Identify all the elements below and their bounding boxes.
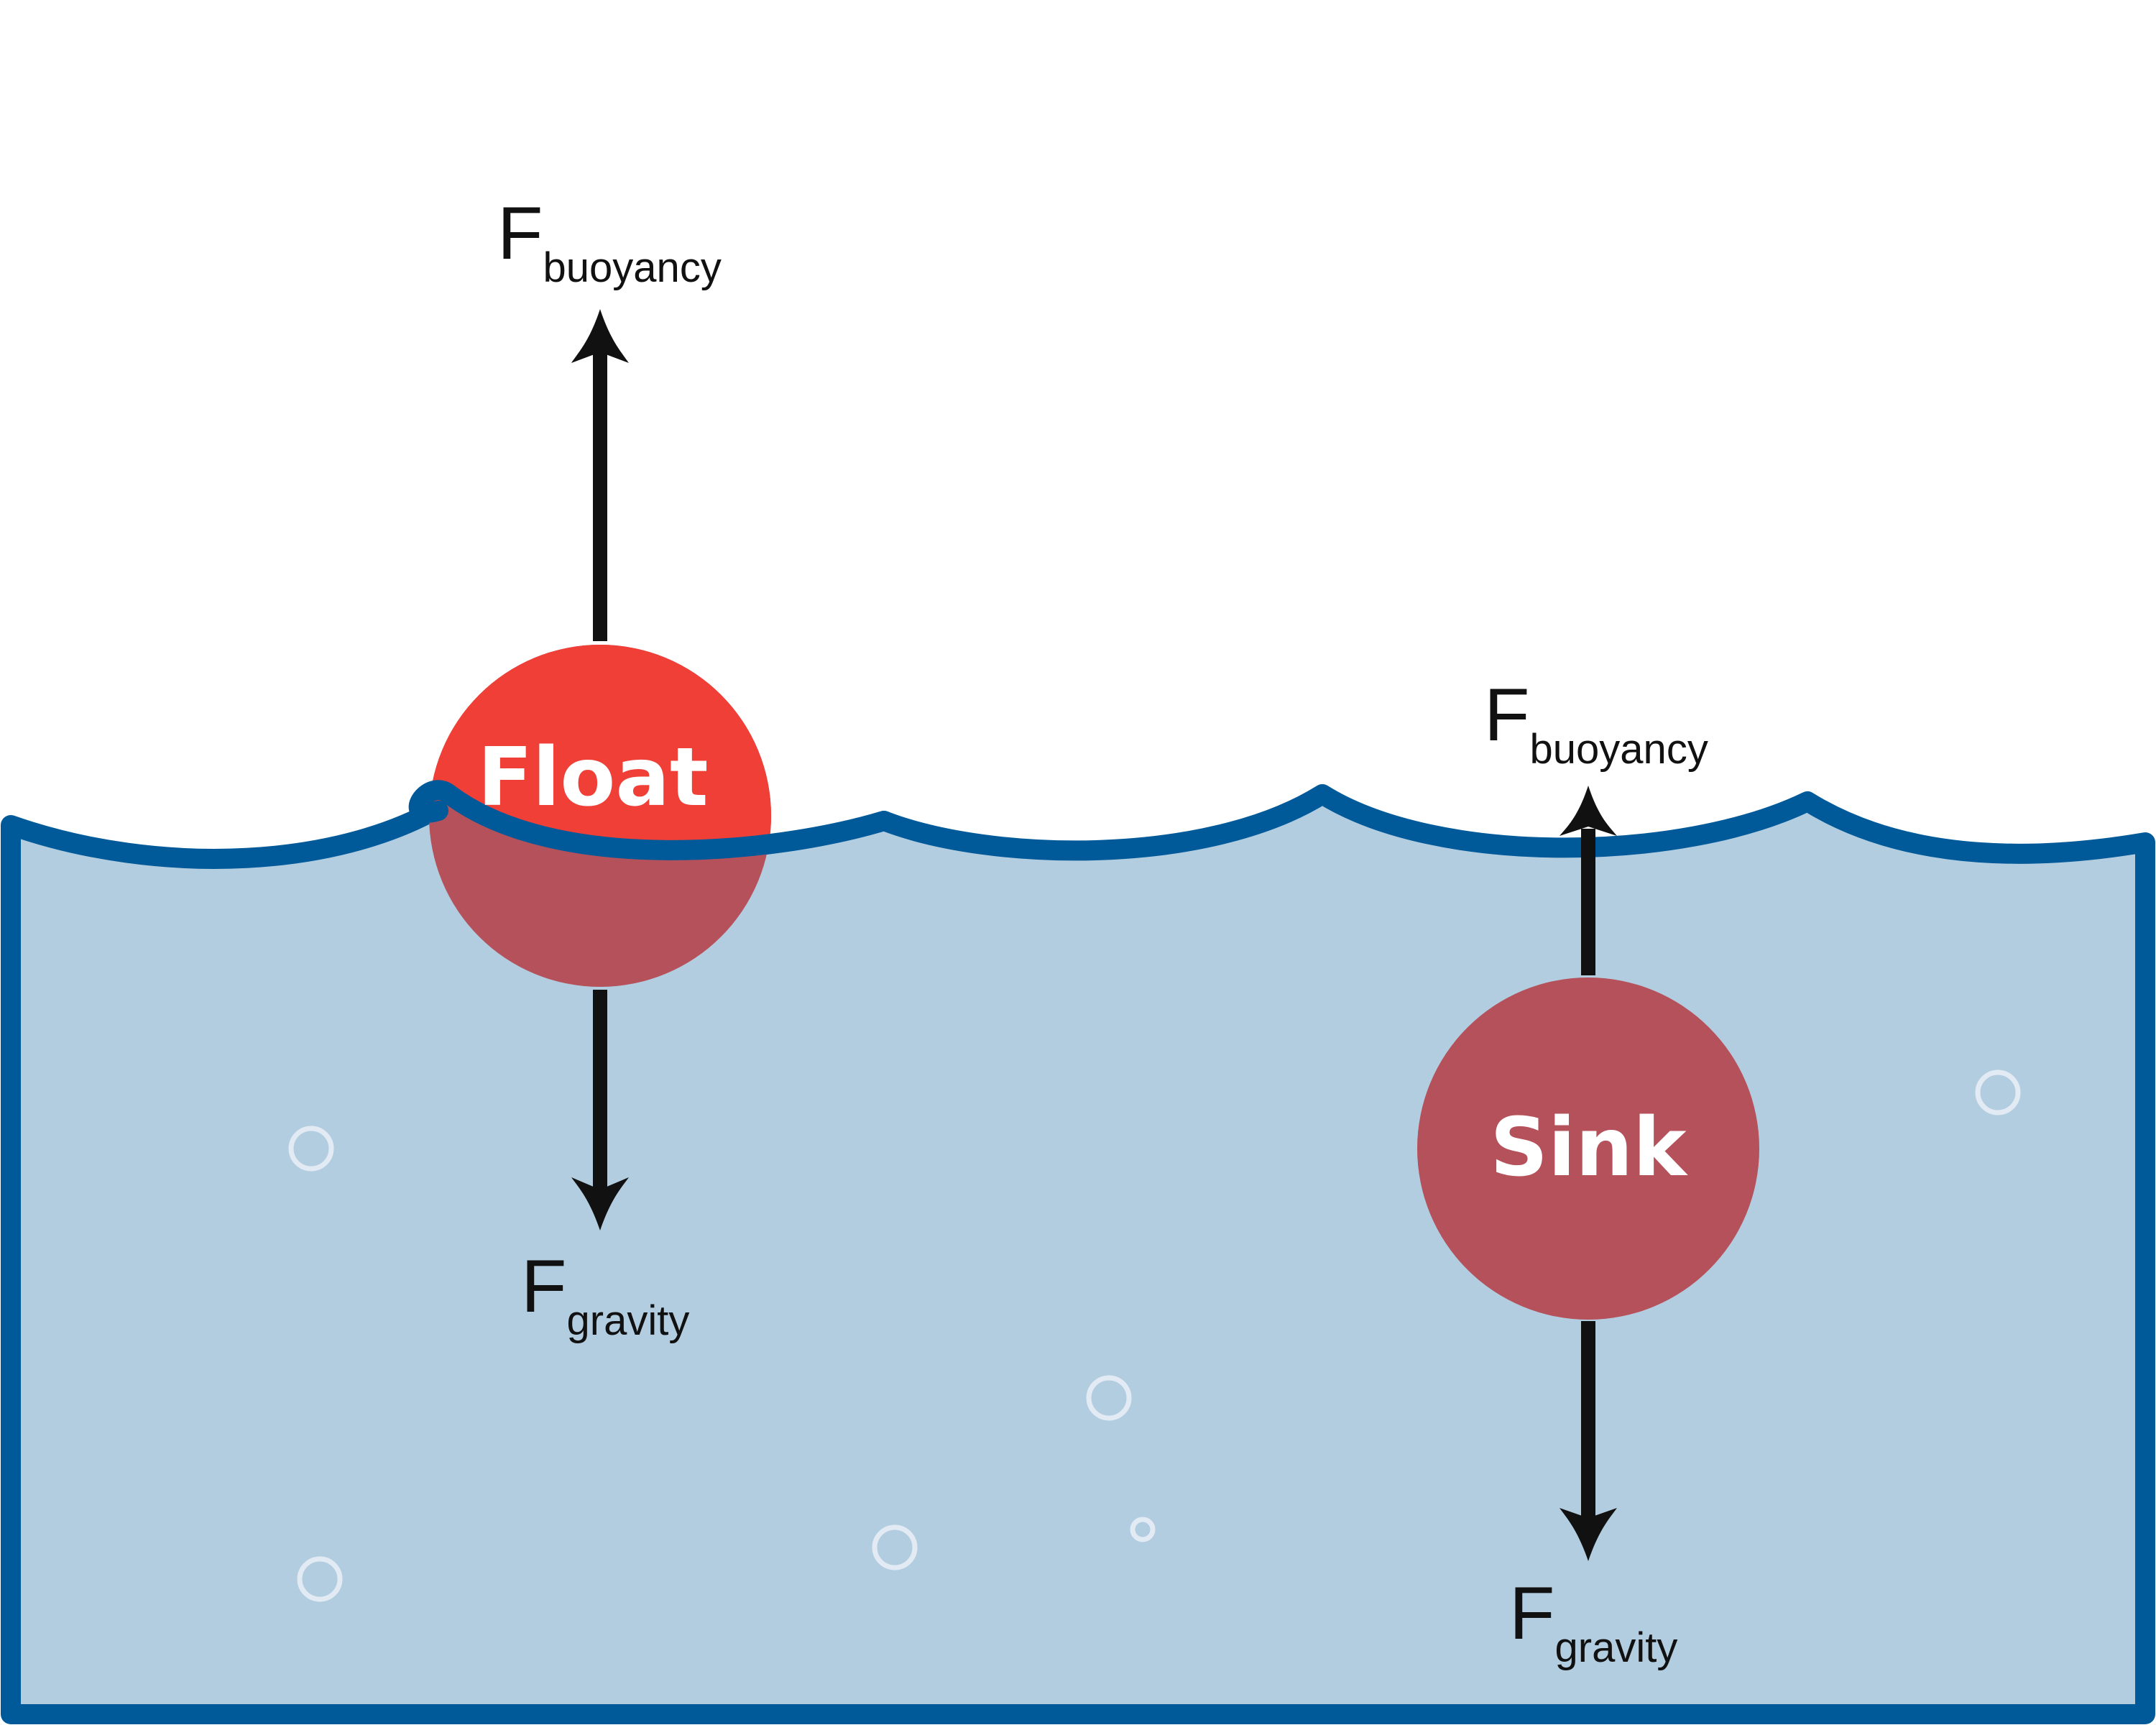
force-subscript: gravity	[567, 1297, 690, 1344]
force-symbol: F	[497, 192, 543, 275]
water-body	[1, 784, 2155, 1724]
bubbles	[288, 1070, 2021, 1602]
force-symbol: F	[1484, 673, 1530, 757]
force-subscript: gravity	[1555, 1624, 1678, 1671]
float-buoyancy-label: Fbuoyancy	[497, 192, 722, 291]
force-symbol: F	[1509, 1572, 1555, 1655]
float-gravity-label: Fgravity	[521, 1245, 689, 1344]
bubble	[297, 1556, 343, 1602]
sink-gravity-label: Fgravity	[1509, 1572, 1677, 1671]
sink-label: Sink	[1490, 1101, 1688, 1195]
float-label: Float	[478, 731, 709, 824]
float-buoyancy-arrow	[571, 309, 629, 641]
float-ball	[429, 645, 771, 987]
float-ball-above-water	[429, 645, 771, 842]
bubble	[1130, 1517, 1156, 1542]
bubble	[872, 1524, 918, 1570]
bubble	[1975, 1070, 2021, 1116]
sink-buoyancy-label: Fbuoyancy	[1484, 673, 1708, 773]
force-subscript: buoyancy	[1530, 726, 1708, 773]
bubble	[288, 1126, 334, 1172]
sink-gravity-arrow	[1560, 1321, 1617, 1561]
float-gravity-arrow	[571, 990, 629, 1230]
sink-buoyancy-arrow	[1560, 786, 1617, 975]
float-wave-overlay	[408, 780, 894, 860]
force-subscript: buoyancy	[543, 244, 722, 291]
bubble	[1086, 1375, 1132, 1421]
force-symbol: F	[521, 1245, 567, 1328]
sink-ball	[1417, 978, 1759, 1320]
